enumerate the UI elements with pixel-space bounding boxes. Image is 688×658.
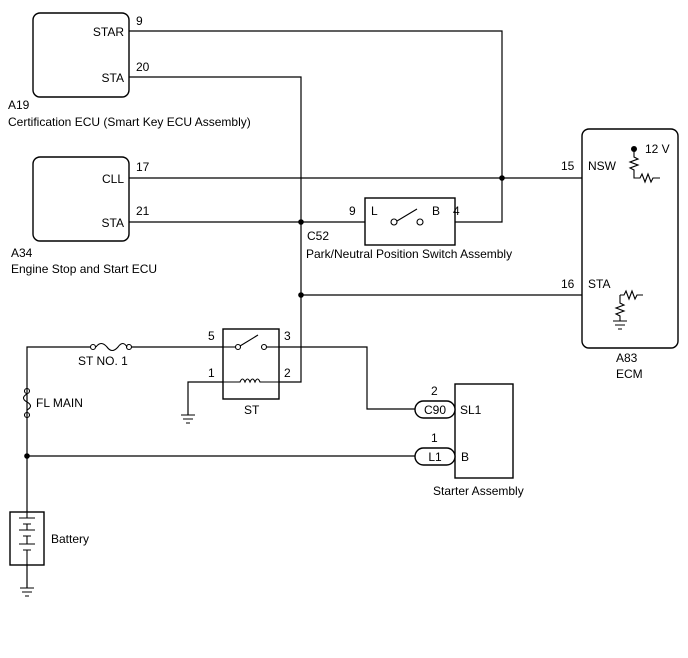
a83-code: A83 (616, 351, 638, 365)
sta-series-resistor-icon (620, 289, 643, 301)
a34-code: A34 (11, 246, 33, 260)
relay-pin-1-number: 1 (208, 366, 215, 380)
c52-code: C52 (307, 229, 329, 243)
a34-box (32, 156, 130, 242)
l1-pin-number: 1 (431, 431, 438, 445)
wire-relay-ground (187, 381, 223, 415)
battery-label: Battery (51, 532, 89, 546)
a19-certification-ecu: STAR STA 9 20 A19 Certification ECU (Sma… (8, 12, 251, 129)
ecm-pin-16-number: 16 (561, 277, 575, 291)
fuse-terminal (23, 387, 31, 395)
relay-coil-icon (223, 378, 279, 384)
connector-c90 (414, 400, 456, 419)
starter-pin-b-label: B (461, 450, 469, 464)
a19-pin-20-number: 20 (136, 60, 150, 74)
a19-pin-9-number: 9 (136, 14, 143, 28)
a83-name: ECM (616, 367, 643, 381)
ecm-pin-sta-label: STA (588, 277, 610, 291)
relay-pin-5-number: 5 (208, 329, 215, 343)
st-relay: 5 3 1 2 ST (181, 328, 291, 424)
junctions (24, 175, 505, 459)
relay-pin-2-number: 2 (284, 366, 291, 380)
a34-name: Engine Stop and Start ECU (11, 262, 157, 276)
relay-ground-icon (181, 414, 195, 424)
a19-pin-sta-label: STA (102, 71, 124, 85)
fuse-fl-icon (22, 393, 32, 412)
nsw-pullup-resistor-icon (628, 152, 660, 184)
wire-relay-to-c90 (279, 346, 415, 410)
st-relay-box (222, 328, 280, 400)
a19-code: A19 (8, 98, 30, 112)
relay-switch-lever (239, 334, 259, 347)
junction-dot (24, 453, 30, 459)
ecm-pin-15-number: 15 (561, 159, 575, 173)
voltage-source-dot (631, 146, 637, 152)
fuse-terminal (23, 411, 31, 419)
switch-contact (390, 218, 398, 226)
a19-name: Certification ECU (Smart Key ECU Assembl… (8, 115, 251, 129)
wire-a19-sta-trunk (129, 76, 302, 383)
a34-pin-sta-label: STA (102, 216, 124, 230)
c52-park-neutral-switch: L B 9 4 C52 Park/Neutral Position Switch… (306, 197, 512, 261)
battery: Battery (9, 511, 89, 597)
connector-l1 (414, 447, 456, 466)
battery-cells-icon (19, 512, 35, 565)
switch-contact (416, 218, 424, 226)
c52-pin-l-label: L (371, 204, 378, 218)
junction-dot (298, 292, 304, 298)
a34-pin-17-number: 17 (136, 160, 150, 174)
relay-pin-3-number: 3 (284, 329, 291, 343)
starter-pin-sl1-label: SL1 (460, 403, 482, 417)
fuse-terminal (125, 343, 133, 351)
c90-pin-number: 2 (431, 384, 438, 398)
c52-pin-9-number: 9 (349, 204, 356, 218)
junction-dot (298, 219, 304, 225)
a83-box (581, 128, 679, 349)
relay-contact (234, 343, 242, 351)
fuse-st-no1: ST NO. 1 (78, 342, 133, 368)
switch-lever (396, 208, 418, 222)
fuse-fl-label: FL MAIN (36, 396, 83, 410)
c52-box (364, 197, 456, 246)
a19-box (32, 12, 130, 98)
starter-assembly: SL1 B C90 L1 2 1 Starter Assembly (414, 383, 524, 498)
wire-battery-to-fuse-st (26, 346, 90, 512)
fuse-fl-main: FL MAIN (22, 387, 83, 419)
fuse-st-label: ST NO. 1 (78, 354, 128, 368)
a19-pin-star-label: STAR (93, 25, 124, 39)
a34-pin-cll-label: CLL (102, 172, 124, 186)
c52-pin-b-label: B (432, 204, 440, 218)
relay-contact (260, 343, 268, 351)
a34-engine-stop-start-ecu: CLL STA 17 21 A34 Engine Stop and Start … (11, 156, 157, 276)
ecm-pin-nsw-label: NSW (588, 159, 617, 173)
battery-ground-icon (20, 587, 34, 597)
junction-dot (499, 175, 505, 181)
connector-l1-label: L1 (428, 450, 442, 464)
starter-box (454, 383, 514, 479)
c52-pin-4-number: 4 (453, 204, 460, 218)
ecm-ground-icon (613, 320, 627, 330)
sta-pulldown-resistor-icon (614, 295, 626, 321)
st-relay-label: ST (244, 403, 260, 417)
a83-ecm: NSW STA 15 16 12 V A83 ECM (561, 128, 679, 381)
fuse-st-icon (95, 342, 128, 352)
a34-pin-21-number: 21 (136, 204, 150, 218)
connector-c90-label: C90 (424, 403, 446, 417)
ecm-voltage-label: 12 V (645, 142, 670, 156)
wire-star-to-pnp-b (129, 30, 503, 223)
c52-name: Park/Neutral Position Switch Assembly (306, 247, 512, 261)
starter-name: Starter Assembly (433, 484, 524, 498)
fuse-terminal (89, 343, 97, 351)
